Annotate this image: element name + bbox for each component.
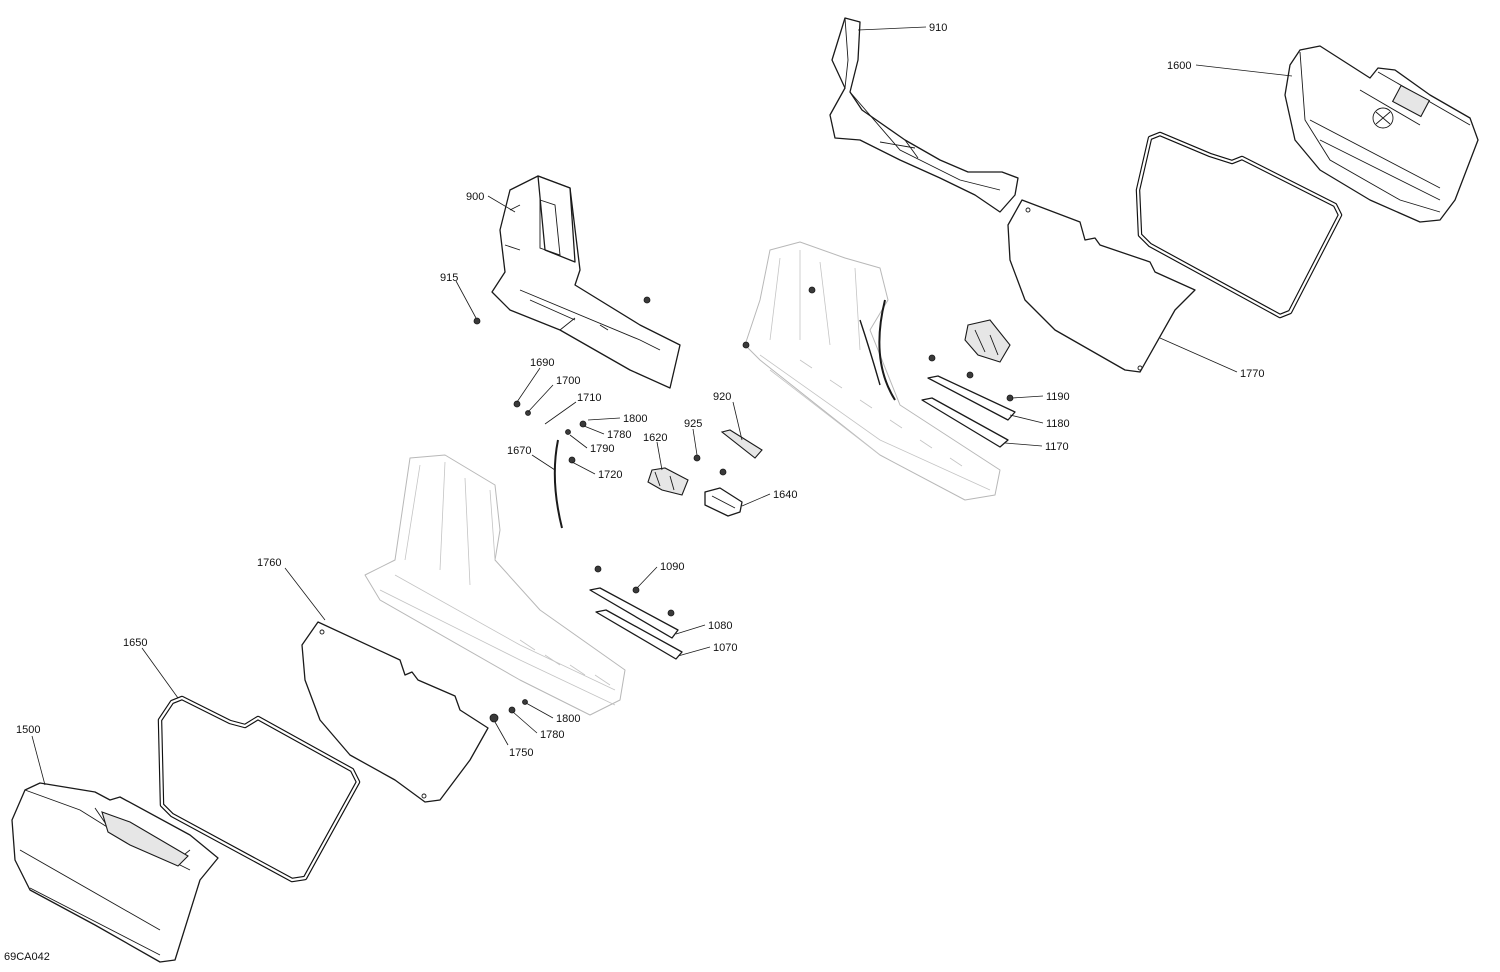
callouts: 910 1600 900 915 1770 1190 1180 1170 169…: [16, 22, 1264, 759]
bracket-920: [720, 429, 763, 459]
callout-1780-lower: 1780: [540, 729, 564, 741]
callout-1780-upper: 1780: [607, 429, 631, 441]
callout-1700: 1700: [556, 375, 580, 387]
pillar-900: [491, 175, 681, 389]
callout-920: 920: [713, 391, 731, 403]
door-1600: [1284, 45, 1479, 223]
callout-1190: 1190: [1046, 391, 1070, 403]
sill-plate-1180: [921, 375, 1016, 448]
callout-1750: 1750: [509, 747, 533, 759]
callout-1170: 1170: [1045, 441, 1069, 453]
callout-1090: 1090: [660, 561, 684, 573]
callout-925: 925: [684, 418, 702, 430]
callout-1800-upper: 1800: [623, 413, 647, 425]
handle-1640: [704, 487, 743, 517]
strap-right: [859, 299, 896, 401]
callout-1640: 1640: [773, 489, 797, 501]
leader-lines: [31, 26, 1293, 786]
strap-1670: [553, 439, 563, 529]
callout-1180: 1180: [1046, 418, 1070, 430]
callout-1800-lower: 1800: [556, 713, 580, 725]
callout-1650: 1650: [123, 637, 147, 649]
callout-910: 910: [929, 22, 947, 34]
callout-1770: 1770: [1240, 368, 1264, 380]
callout-1710: 1710: [577, 392, 601, 404]
callout-1500: 1500: [16, 724, 40, 736]
callout-900: 900: [466, 191, 484, 203]
hinge-1620: [647, 467, 689, 496]
callout-1070: 1070: [713, 642, 737, 654]
callout-1670: 1670: [507, 445, 531, 457]
gasket-1770: [1135, 131, 1343, 319]
callout-1690: 1690: [530, 357, 554, 369]
callout-1620: 1620: [643, 432, 667, 444]
sill-plate-1080: [589, 587, 683, 660]
gasket-1650: [157, 695, 361, 883]
door-1500: [11, 782, 219, 963]
callout-1080: 1080: [708, 620, 732, 632]
callout-1760: 1760: [257, 557, 281, 569]
callout-915: 915: [440, 272, 458, 284]
hinge-right: [964, 319, 1011, 363]
callout-1720: 1720: [598, 469, 622, 481]
panel-1760: [301, 621, 489, 803]
ghost-floor-left: [364, 454, 626, 716]
fasteners: [473, 286, 1014, 723]
panel-1770: [1007, 199, 1196, 373]
ghost-floor-right: [744, 241, 1001, 501]
figure-code: 69CA042: [4, 951, 50, 963]
callout-1790: 1790: [590, 443, 614, 455]
panel-910: [829, 17, 1019, 213]
callout-1600: 1600: [1167, 60, 1191, 72]
